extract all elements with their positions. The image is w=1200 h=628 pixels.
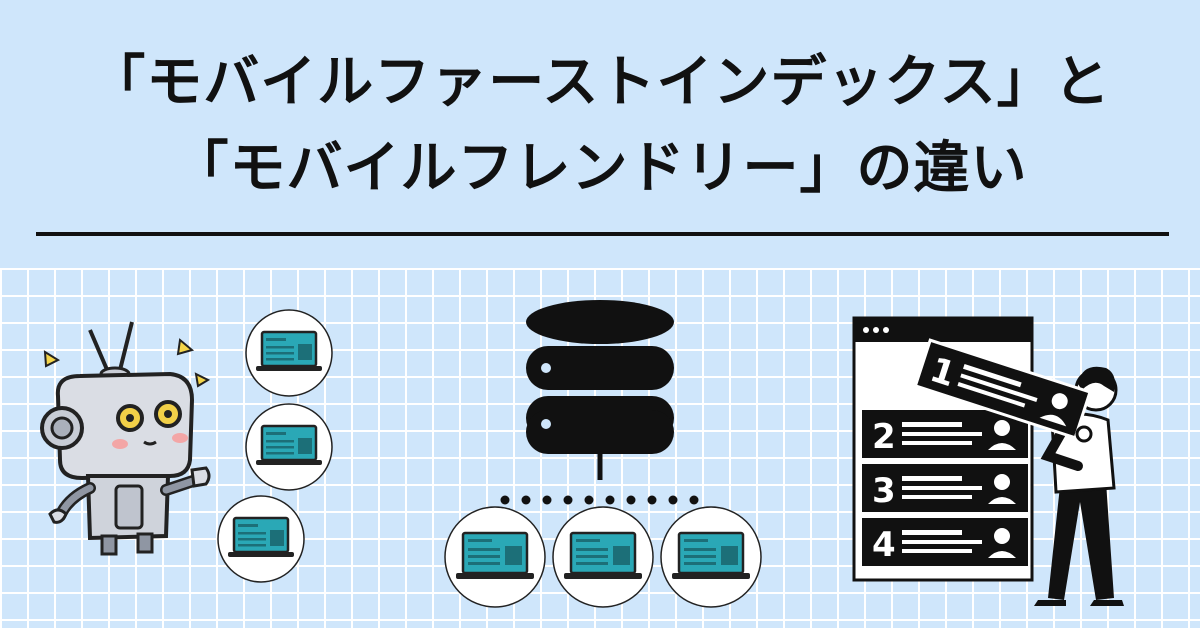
alert-mark-icon [176, 338, 195, 356]
dotted-connector [500, 495, 699, 505]
title-line-1: 「モバイルファーストインデックス」と [89, 50, 1111, 115]
alert-mark-icon [43, 350, 61, 368]
laptop-bubble-1 [245, 309, 333, 397]
user-icon [994, 420, 1010, 436]
user-icon [994, 528, 1010, 544]
title-divider [36, 232, 1169, 236]
rank-number-3: 3 [872, 471, 896, 511]
rank-number-2: 2 [872, 417, 896, 457]
laptop-bubble-5 [552, 506, 654, 608]
user-icon [1051, 393, 1068, 410]
ranking-illustration: 2 3 4 1 [852, 316, 1124, 606]
user-icon [994, 474, 1010, 490]
alert-mark-icon [194, 372, 211, 388]
title-line-2: 「モバイルフレンドリー」の違い [172, 136, 1028, 201]
laptop-bubble-6 [660, 506, 762, 608]
page-title: 「モバイルファーストインデックス」と 「モバイルフレンドリー」の違い [0, 40, 1200, 212]
database-icon [526, 300, 674, 480]
robot-illustration [40, 321, 211, 556]
laptop-bubble-4 [444, 506, 546, 608]
laptop-bubble-3 [217, 495, 305, 583]
rank-number-4: 4 [872, 525, 896, 565]
laptop-bubble-2 [245, 403, 333, 491]
